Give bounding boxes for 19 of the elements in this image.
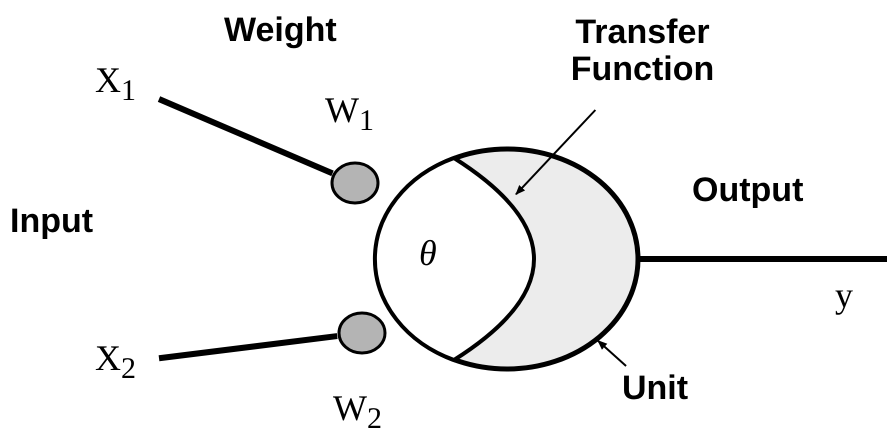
input-variable: X$_{2}$: [95, 340, 155, 385]
output-variable: y: [835, 277, 853, 313]
weight-circle: [337, 311, 387, 355]
heading-label: Input: [10, 203, 94, 240]
output-line: [640, 256, 887, 262]
weight-label: W$_{2}$: [333, 390, 382, 434]
input-variable: X$_{1}$: [95, 62, 155, 107]
weight-circle: [330, 161, 380, 205]
weight-label: W$_{1}$: [325, 92, 374, 136]
pointer-arrow: [515, 109, 596, 195]
annotation-text: Transfer Function: [525, 14, 760, 106]
input-line: [158, 333, 338, 362]
unit-circle: [374, 147, 640, 371]
heading-label: Output: [692, 172, 804, 210]
input-line: [158, 96, 334, 176]
heading-label: Weight: [224, 12, 337, 50]
pointer-arrow: [597, 340, 627, 367]
annotation-text: Unit: [615, 370, 695, 414]
theta-symbol: θ: [419, 235, 437, 271]
